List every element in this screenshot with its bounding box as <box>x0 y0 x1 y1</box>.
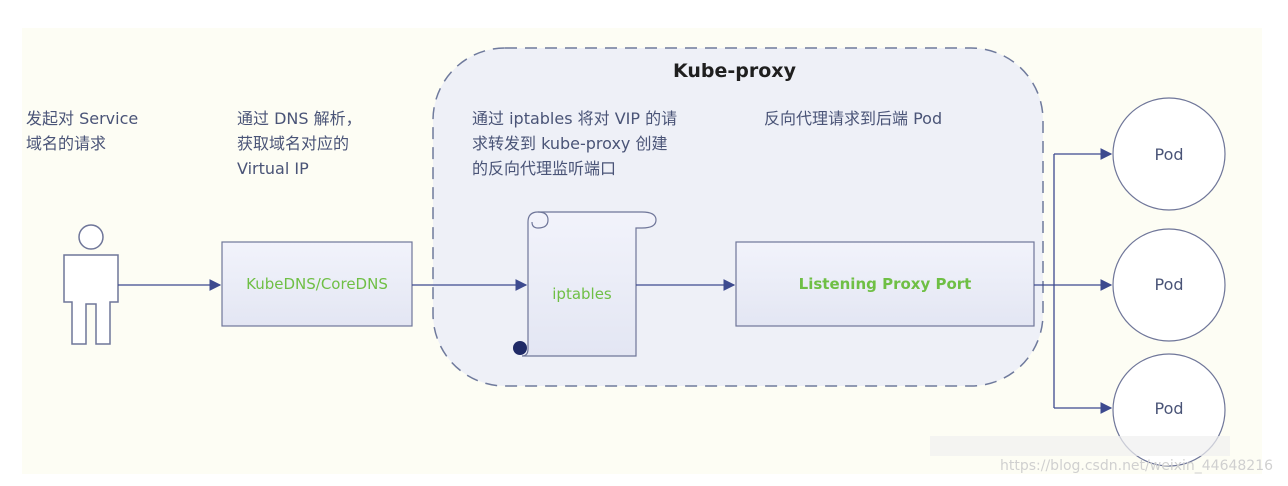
pod-label-3: Pod <box>1154 399 1184 418</box>
pod-label-2: Pod <box>1154 275 1184 294</box>
step2-text: 通过 DNS 解析， 获取域名对应的 Virtual IP <box>237 109 362 178</box>
user-person-icon <box>63 224 119 345</box>
kube-proxy-group <box>432 47 1044 387</box>
proxy-port-box <box>735 241 1035 327</box>
dns-label: KubeDNS/CoreDNS <box>246 275 388 293</box>
step3-text: 通过 iptables 将对 VIP 的请 求转发到 kube-proxy 创建… <box>472 109 678 178</box>
proxy-port-label: Listening Proxy Port <box>798 275 972 293</box>
iptables-label: iptables <box>552 285 612 303</box>
kube-proxy-title: Kube-proxy <box>673 60 796 82</box>
pod-circle-1 <box>1112 97 1226 211</box>
connectors <box>118 148 1113 414</box>
pod-circle-2 <box>1112 228 1226 342</box>
pod-label-1: Pod <box>1154 145 1184 164</box>
dns-box <box>221 241 413 327</box>
iptables-scroll-shape <box>513 211 657 357</box>
step4-text: 反向代理请求到后端 Pod <box>764 109 943 128</box>
watermark-text: https://blog.csdn.net/weixin_44648216 <box>1000 458 1274 474</box>
step1-text: 发起对 Service 域名的请求 <box>26 109 139 153</box>
watermark-backdrop <box>930 436 1230 456</box>
